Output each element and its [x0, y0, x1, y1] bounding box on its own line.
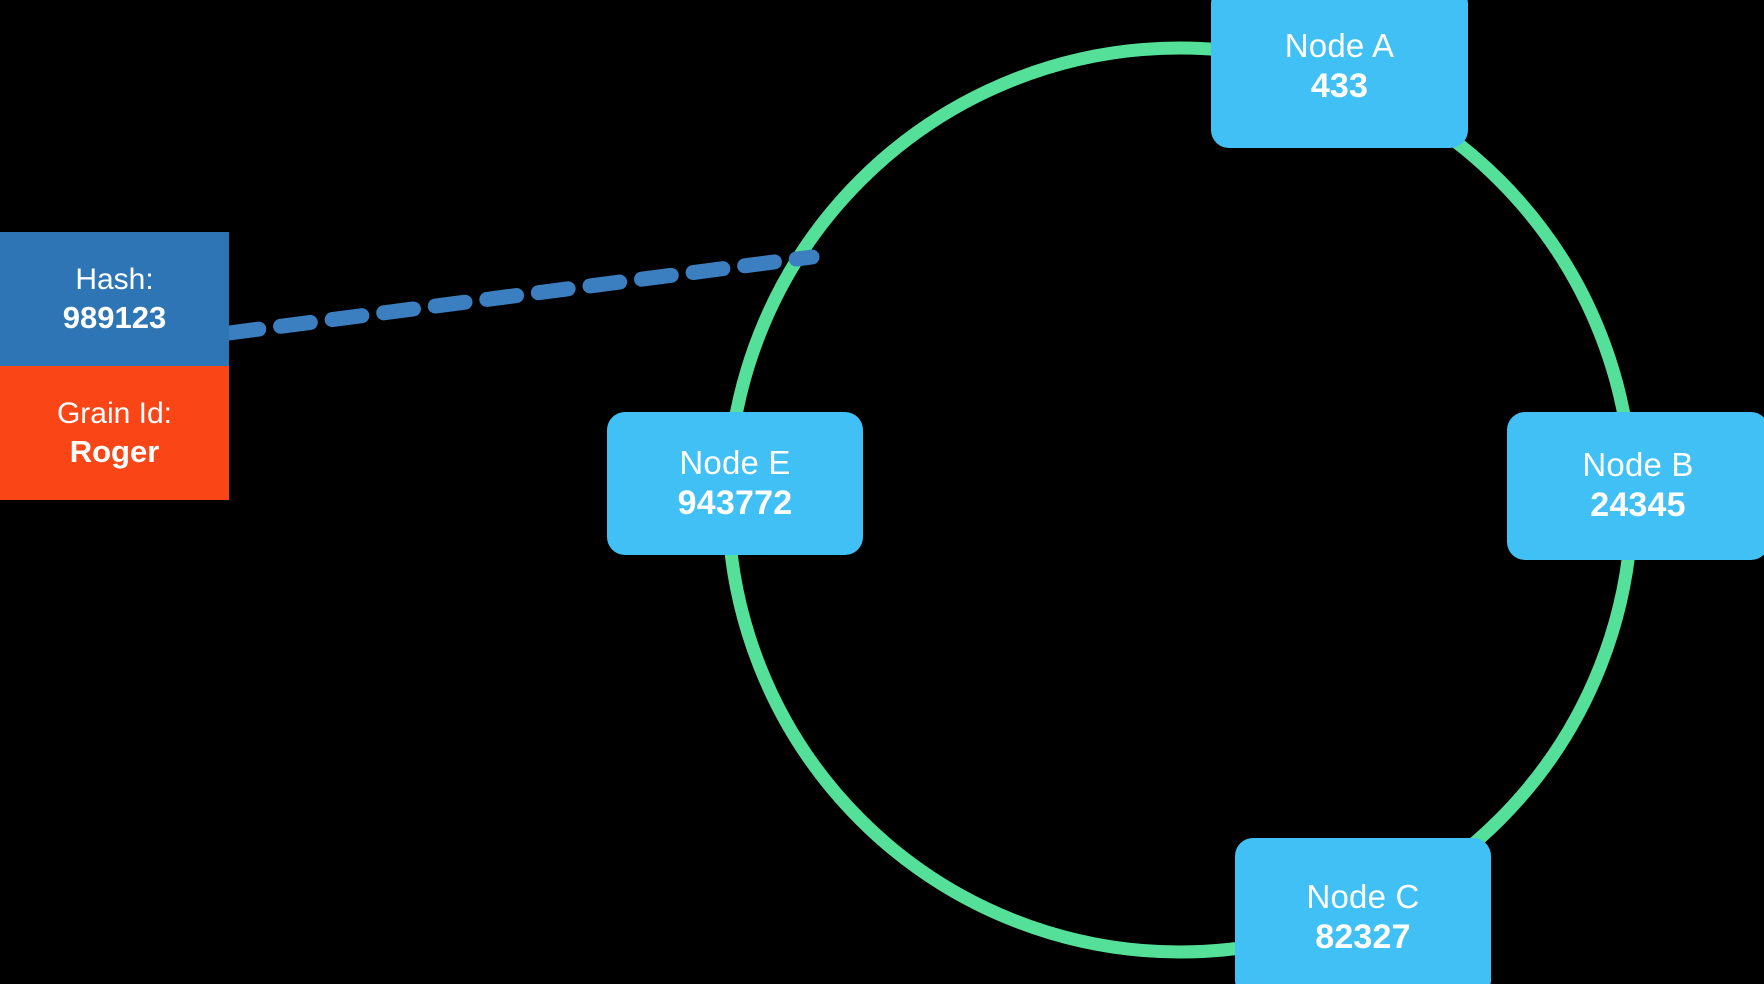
- ring-node-a[interactable]: Node A 433: [1211, 0, 1468, 148]
- ring-node-c-name: Node C: [1306, 878, 1420, 916]
- hash-ring-circle: [721, 41, 1639, 959]
- ring-node-e-name: Node E: [679, 443, 791, 481]
- ring-node-e[interactable]: Node E 943772: [607, 412, 863, 555]
- ring-node-c-value: 82327: [1315, 918, 1411, 957]
- grain-id-value: Roger: [69, 433, 160, 469]
- ring-node-a-name: Node A: [1284, 27, 1395, 65]
- hash-value: 989123: [62, 299, 167, 335]
- key-to-ring-dashed-line: [221, 249, 820, 341]
- ring-node-c[interactable]: Node C 82327: [1235, 838, 1491, 984]
- grain-id-label: Grain Id:: [56, 396, 173, 430]
- key-card: Hash: 989123 Grain Id: Roger: [0, 232, 229, 500]
- hash-label: Hash:: [75, 262, 154, 296]
- ring-node-b-value: 24345: [1590, 486, 1686, 525]
- ring-node-b[interactable]: Node B 24345: [1507, 412, 1764, 560]
- ring-node-b-name: Node B: [1582, 446, 1694, 484]
- ring-node-a-value: 433: [1310, 67, 1369, 106]
- grain-id-box: Grain Id: Roger: [0, 366, 229, 500]
- hash-box: Hash: 989123: [0, 232, 229, 366]
- ring-node-e-value: 943772: [677, 483, 793, 522]
